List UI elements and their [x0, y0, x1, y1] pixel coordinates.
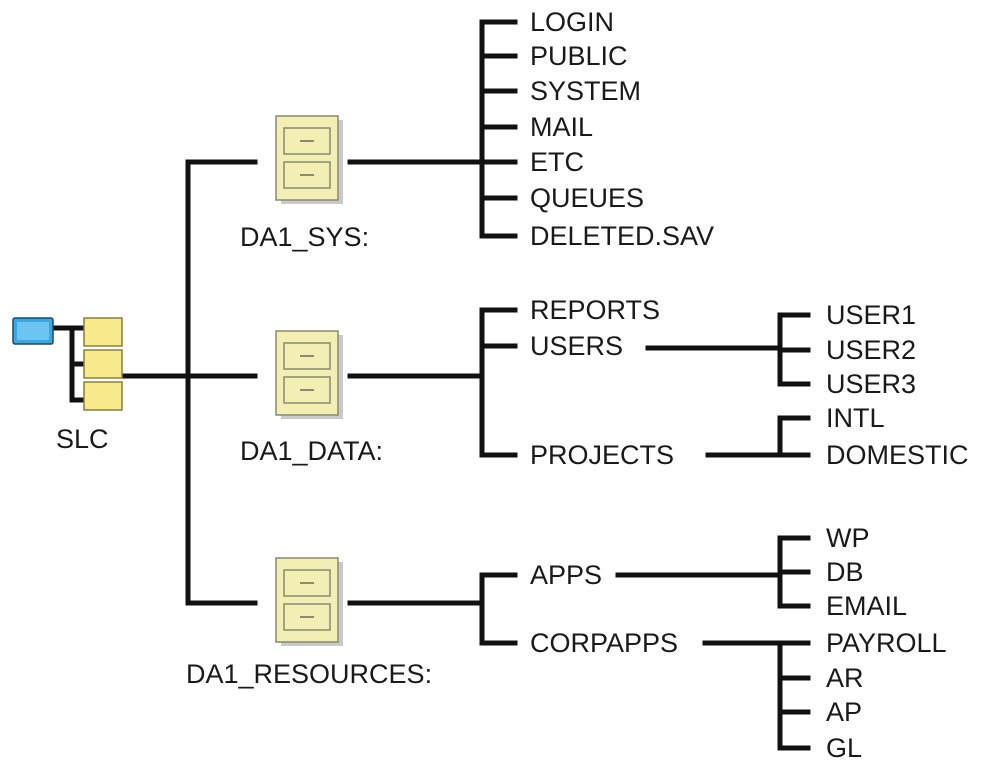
- sys-folders: LOGIN PUBLIC SYSTEM MAIL ETC QUEUES DELE…: [530, 7, 714, 251]
- file-cabinet-icon: [275, 115, 343, 204]
- folder-ap[interactable]: AP: [826, 697, 862, 727]
- volume-label: DA1_DATA:: [240, 436, 383, 466]
- folder-gl[interactable]: GL: [826, 733, 862, 762]
- folder-reports[interactable]: REPORTS: [530, 295, 660, 325]
- resources-folders: APPS CORPAPPS WP DB EMAIL PAYROLL AR AP …: [530, 523, 947, 762]
- folder-corpapps[interactable]: CORPAPPS: [530, 628, 678, 658]
- monitor-icon: [12, 317, 54, 345]
- data-folders: REPORTS USERS PROJECTS USER1 USER2 USER3…: [530, 295, 969, 470]
- folder-system[interactable]: SYSTEM: [530, 76, 641, 106]
- volume-da1-sys[interactable]: DA1_SYS:: [240, 115, 369, 252]
- folder-wp[interactable]: WP: [826, 523, 870, 553]
- file-cabinet-icon: [275, 557, 343, 646]
- folder-public[interactable]: PUBLIC: [530, 41, 628, 71]
- folder-mail[interactable]: MAIL: [530, 112, 593, 142]
- root-label: SLC: [56, 424, 109, 454]
- folder-ar[interactable]: AR: [826, 663, 864, 693]
- folder-user3[interactable]: USER3: [826, 369, 916, 399]
- tree-connectors: [53, 19, 811, 751]
- folder-users[interactable]: USERS: [530, 331, 623, 361]
- server-drive-icon: [83, 317, 123, 411]
- folder-domestic[interactable]: DOMESTIC: [826, 440, 969, 470]
- folder-login[interactable]: LOGIN: [530, 7, 614, 37]
- folder-payroll[interactable]: PAYROLL: [826, 628, 947, 658]
- root-node[interactable]: SLC: [12, 317, 123, 454]
- folder-queues[interactable]: QUEUES: [530, 183, 644, 213]
- folder-projects[interactable]: PROJECTS: [530, 440, 674, 470]
- volume-label: DA1_SYS:: [240, 222, 369, 252]
- file-cabinet-icon: [275, 330, 343, 419]
- folder-intl[interactable]: INTL: [826, 403, 885, 433]
- folder-db[interactable]: DB: [826, 557, 864, 587]
- volume-label: DA1_RESOURCES:: [186, 659, 432, 689]
- folder-etc[interactable]: ETC: [530, 147, 584, 177]
- folder-user2[interactable]: USER2: [826, 335, 916, 365]
- folder-user1[interactable]: USER1: [826, 300, 916, 330]
- volume-da1-resources[interactable]: DA1_RESOURCES:: [186, 557, 432, 689]
- folder-deleted-sav[interactable]: DELETED.SAV: [530, 221, 714, 251]
- folder-apps[interactable]: APPS: [530, 560, 602, 590]
- folder-email[interactable]: EMAIL: [826, 591, 907, 621]
- volume-da1-data[interactable]: DA1_DATA:: [240, 330, 383, 466]
